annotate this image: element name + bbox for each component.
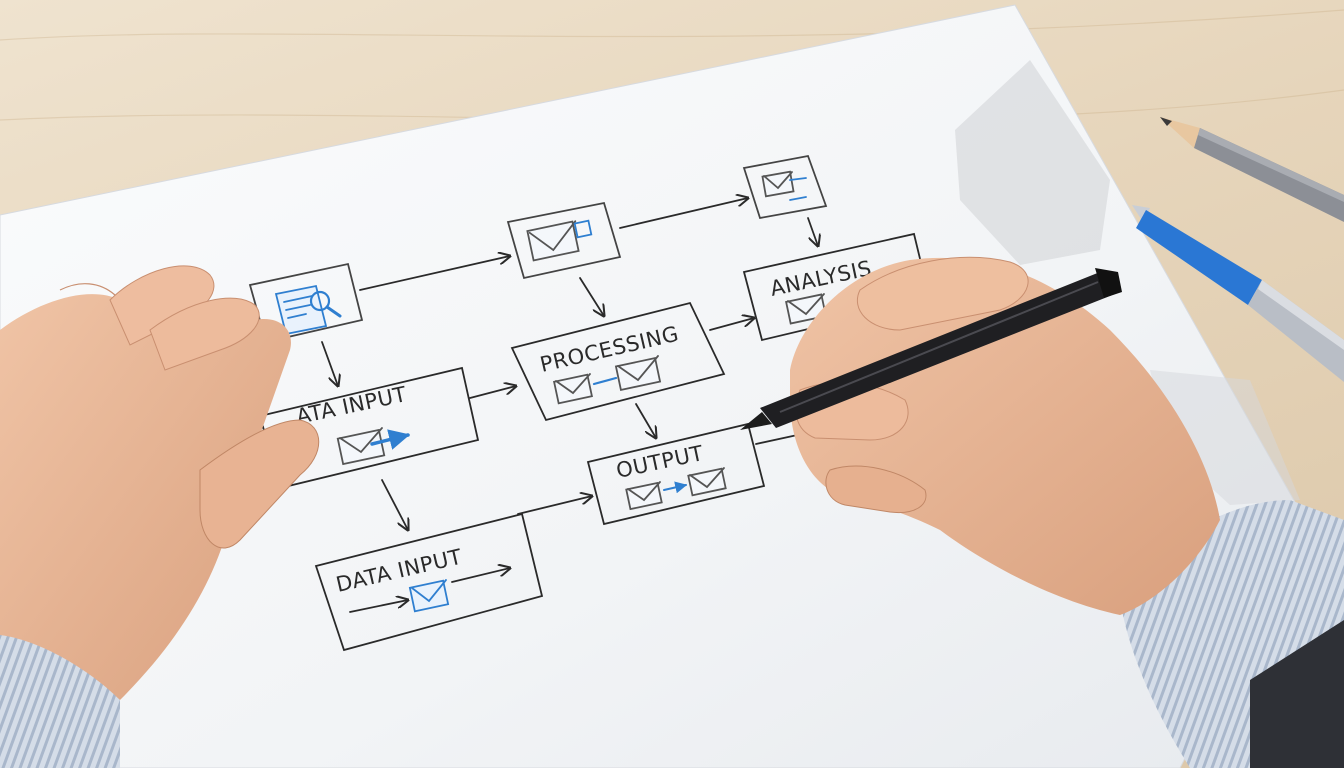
mail-forward-icon — [742, 154, 828, 220]
output-mail-icons — [625, 467, 727, 511]
left-palm — [0, 289, 291, 700]
right-finger-lower — [825, 465, 927, 514]
data-input-mail-icon — [349, 568, 510, 613]
output-box — [586, 422, 766, 526]
right-palm — [790, 257, 1220, 615]
processing-mail-icons — [553, 355, 662, 405]
left-hand — [0, 265, 320, 768]
left-finger-middle — [149, 297, 260, 371]
data-input-bottom-box — [314, 512, 544, 652]
analysis-mail-icon — [785, 293, 827, 325]
black-pen — [740, 268, 1122, 430]
mail-icon — [506, 201, 622, 280]
connector-arrows — [321, 198, 818, 530]
paper-texture-lower — [1150, 370, 1300, 505]
right-hand — [740, 256, 1344, 768]
blue-pen — [1132, 205, 1344, 382]
left-thumb — [199, 419, 320, 549]
dark-jacket — [1250, 620, 1344, 768]
processing-box — [510, 301, 726, 422]
mail-send-icon — [336, 427, 411, 466]
search-document-icon — [248, 262, 364, 344]
pencil — [1160, 117, 1344, 222]
sketch-line — [755, 433, 803, 445]
paper-texture — [955, 60, 1110, 265]
right-thumb — [857, 256, 1029, 331]
